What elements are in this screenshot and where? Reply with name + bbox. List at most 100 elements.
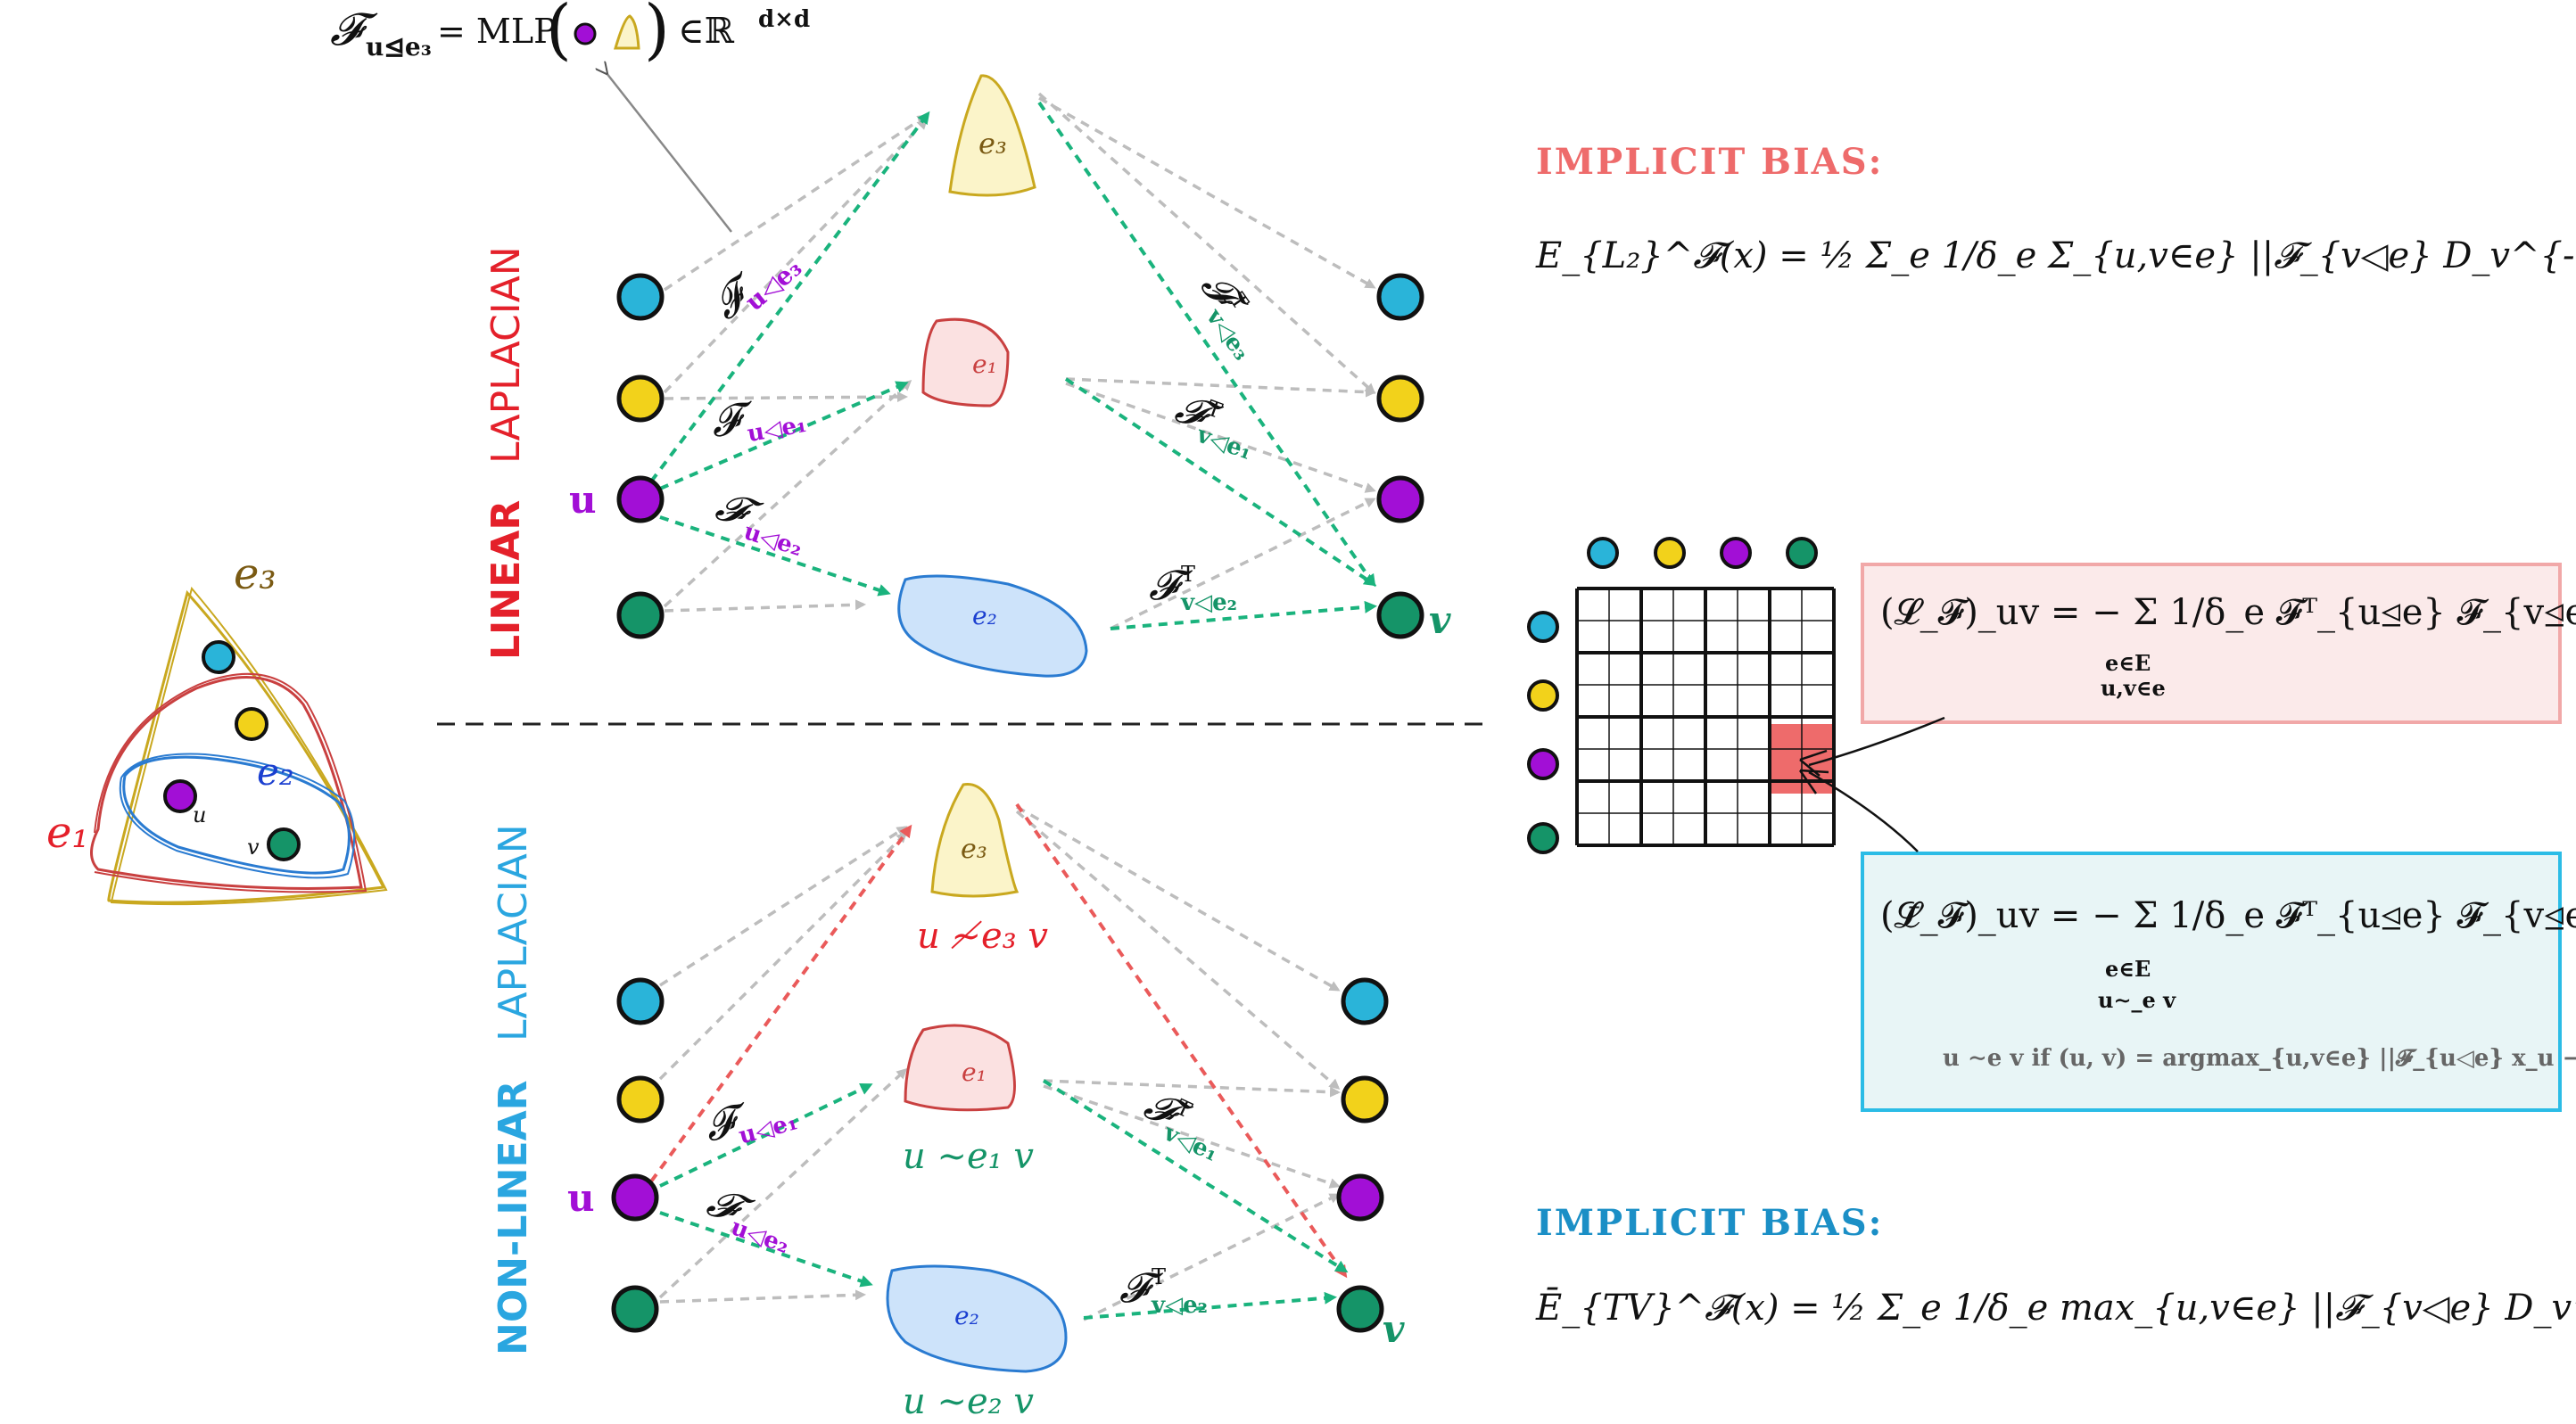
node-u-top [616, 475, 665, 523]
left-e2-label: e₂ [257, 750, 294, 794]
matrix-col-node-purple [1720, 537, 1752, 569]
left-e3-outline [107, 589, 386, 904]
nonlinear-box-formula: (𝓛̄_𝓕)_uv = − Σ 1/δ_e 𝓕ᵀ_{u⊴e} 𝓕_{v⊴e} ∈… [1880, 895, 2576, 936]
map-f-u-e2-bottom: 𝓕 u◁e₂ [701, 1177, 792, 1260]
matrix-col-node-yellow [1654, 537, 1686, 569]
node-v-top [1376, 591, 1424, 639]
linear-box-frame [1861, 563, 2562, 724]
implicit-bias-bottom: IMPLICIT BIAS: Ē_{TV}^𝓕(x) = ½ Σ_e 1/δ_e… [1535, 1202, 2576, 1329]
svg-text:T: T [1181, 562, 1195, 587]
top-formula-lhs-sub: u⊴e₃ [366, 32, 432, 62]
matrix-row-node-cyan [1527, 611, 1559, 643]
left-node-yellow [235, 707, 268, 741]
nonlinear-label: NON-LINEAR [491, 1080, 536, 1355]
nonlinear-laplacian-label: LAPLACIAN [491, 824, 536, 1041]
svg-text:v◁e₂: v◁e₂ [1151, 1292, 1208, 1319]
laplacian-matrix [1527, 537, 1836, 854]
mlp-node-icon [574, 22, 597, 45]
hyperedge-e1-bottom [904, 1024, 1016, 1112]
left-e1-label: e₁ [46, 808, 89, 858]
node-yellow-left-bottom [616, 1075, 665, 1124]
node-yellow-right-top [1376, 375, 1424, 423]
paren-right: ) [644, 0, 670, 68]
linear-box-sum-sub2: u,v∈e [2101, 675, 2166, 701]
svg-text:u◁e₁: u◁e₁ [746, 411, 809, 448]
hyperedge-e2 [897, 574, 1088, 678]
linear-box-sum-sub1: e∈E [2105, 650, 2151, 676]
map-f-u-e1-bottom: 𝓕 u◁e₁ [699, 1093, 800, 1151]
node-yellow-left-top [616, 375, 665, 423]
implicit-bias-bottom-formula: Ē_{TV}^𝓕(x) = ½ Σ_e 1/δ_e max_{u,v∈e} ||… [1535, 1288, 2576, 1329]
nonlinear-diagram: e₃ e₁ e₂ u ≁e₃ v u ∼e₁ v u ∼e₂ v u v 𝓕 u… [567, 783, 1405, 1422]
map-f-v-e1: 𝓕 T v◁e₁ [1169, 383, 1255, 466]
linear-label: LINEAR [483, 500, 529, 660]
node-green-left-top [616, 591, 665, 639]
relation-sim-e2: u ∼e₂ v [903, 1381, 1034, 1422]
hyperedge-e1-label-bottom: e₁ [962, 1058, 987, 1087]
matrix-col-node-cyan [1587, 537, 1619, 569]
hyperedge-e2-label: e₂ [972, 601, 997, 630]
node-cyan-left-bottom [616, 977, 665, 1025]
node-purple-right-top [1376, 475, 1424, 523]
hyperedge-e1 [921, 317, 1010, 407]
left-e3-label: e₃ [234, 549, 277, 599]
left-hypergraph: e₃ e₁ e₂ u v [46, 549, 388, 906]
nonlinear-box-sum-sub2: u∼_e v [2098, 987, 2176, 1013]
svg-text:T: T [1152, 1264, 1166, 1289]
matrix-row-node-purple [1527, 748, 1559, 780]
hyperedge-e1-label: e₁ [972, 350, 997, 379]
nonlinear-box-sum-sub1: e∈E [2105, 956, 2151, 982]
implicit-bias-top-formula: E_{L₂}^𝓕(x) = ½ Σ_e 1/δ_e Σ_{u,v∈e} ||𝓕_… [1535, 235, 2576, 276]
svg-text:u◁e₂: u◁e₂ [727, 1214, 792, 1259]
implicit-bias-bottom-label: IMPLICIT BIAS: [1536, 1202, 1883, 1244]
node-u-label-bottom: u [567, 1176, 595, 1220]
top-formula: 𝓕 u⊴e₃ = MLP ( ) ∈ℝ d×d [330, 0, 810, 233]
mlp-hyperedge-icon [613, 14, 640, 50]
map-f-v-e2: 𝓕 T v◁e₂ [1149, 561, 1237, 616]
hyperedge-e3-bottom [930, 783, 1020, 898]
svg-text:v◁e₁: v◁e₁ [1193, 421, 1255, 465]
nonlinear-box-pointer [1808, 770, 1919, 852]
top-formula-rhs: ∈ℝ [678, 11, 735, 52]
implicit-bias-top-label: IMPLICIT BIAS: [1536, 141, 1883, 183]
nonlinear-box-note: u ∼e v if (u, v) = argmax_{u,v∈e} ||𝓕_{u… [1943, 1045, 2576, 1072]
matrix-grid [1575, 587, 1836, 847]
hyperedge-e3 [948, 74, 1036, 197]
map-f-v-e1-bottom: 𝓕 T v◁e₁ [1137, 1080, 1222, 1167]
left-node-u [163, 779, 197, 813]
linear-diagram: e₃ e₁ e₂ u v 𝓕 u◁e₃ 𝓕 u◁e₁ 𝓕 u◁e₂ 𝓕 [569, 74, 1451, 678]
node-v-label-bottom: v [1383, 1307, 1405, 1351]
node-cyan-right-top [1376, 273, 1424, 321]
node-v-bottom [1336, 1285, 1384, 1333]
matrix-row-node-yellow [1527, 679, 1559, 712]
hyperedge-e2-bottom [886, 1264, 1068, 1373]
relation-not-e3: u ≁e₃ v [917, 916, 1048, 957]
node-cyan-right-bottom [1341, 977, 1389, 1025]
top-formula-eq: = MLP [437, 12, 557, 51]
left-v-label: v [247, 835, 260, 860]
paren-left: ( [546, 0, 572, 68]
node-green-left-bottom [611, 1285, 659, 1333]
left-u-label: u [193, 803, 206, 827]
matrix-row-node-green [1527, 822, 1559, 854]
node-yellow-right-bottom [1341, 1075, 1389, 1124]
mlp-pointer-arrow [607, 73, 732, 233]
matrix-col-node-green [1786, 537, 1818, 569]
svg-text:v◁e₂: v◁e₂ [1180, 589, 1237, 616]
linear-laplacian-box: (𝓛_𝓕)_uv = − Σ 1/δ_e 𝓕ᵀ_{u⊴e} 𝓕_{v⊴e} ∈ℝ… [1861, 563, 2576, 724]
node-cyan-left-top [616, 273, 665, 321]
node-v-label-top: v [1429, 598, 1451, 642]
map-f-v-e3: 𝓕 T v◁e₃ [1192, 263, 1257, 366]
left-e1-outline [90, 676, 363, 890]
linear-laplacian-label: LAPLACIAN [483, 246, 529, 464]
nonlinear-box-frame [1861, 852, 2562, 1112]
linear-box-formula: (𝓛_𝓕)_uv = − Σ 1/δ_e 𝓕ᵀ_{u⊴e} 𝓕_{v⊴e} ∈ℝ… [1880, 592, 2576, 633]
map-f-v-e2-bottom: 𝓕 T v◁e₂ [1119, 1263, 1208, 1319]
map-f-u-e1: 𝓕 u◁e₁ [707, 391, 809, 448]
svg-text:u◁e₁: u◁e₁ [736, 1108, 800, 1149]
section-labels: LINEAR LAPLACIAN NON-LINEAR LAPLACIAN [483, 246, 536, 1355]
left-node-cyan [202, 640, 235, 674]
left-e2-outline [122, 755, 351, 875]
nonlinear-laplacian-box: (𝓛̄_𝓕)_uv = − Σ 1/δ_e 𝓕ᵀ_{u⊴e} 𝓕_{v⊴e} ∈… [1861, 852, 2576, 1112]
